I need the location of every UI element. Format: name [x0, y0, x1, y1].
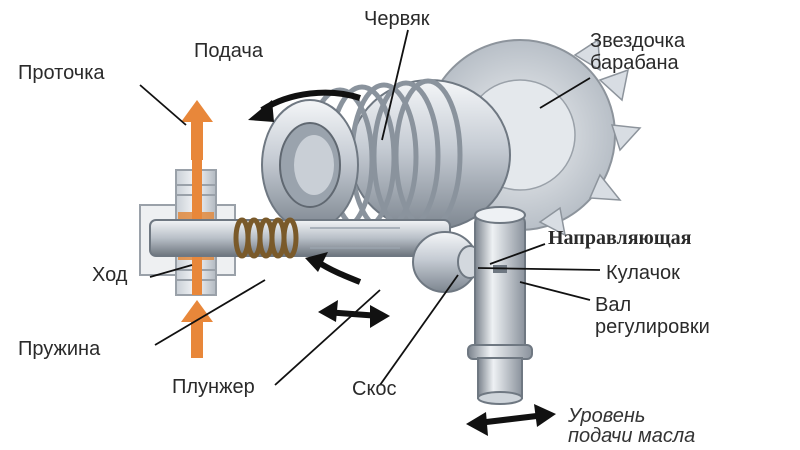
label-zvezdochka-line2: барабана — [590, 52, 679, 74]
oil-level-arrow — [466, 404, 556, 436]
label-val-line2: регулировки — [595, 316, 710, 338]
label-protochka: Проточка — [18, 62, 105, 84]
label-podacha: Подача — [194, 40, 263, 62]
label-zvezdochka-line1: Звездочка — [590, 30, 685, 52]
label-val: Вал регулировки — [595, 294, 710, 338]
feed-rotation-arrow — [248, 89, 361, 122]
flow-arrow-bottom — [181, 300, 213, 358]
label-pruzhina: Пружина — [18, 338, 101, 360]
label-plunzher: Плунжер — [172, 376, 255, 398]
worm-gear — [261, 78, 511, 233]
label-napravlyayushchaya: Направляющая — [548, 227, 692, 249]
label-chervyak: Червяк — [364, 8, 430, 30]
label-uroven-line2: подачи масла — [568, 425, 696, 447]
label-uroven: Уровень подачи масла — [568, 406, 695, 446]
leader-lines — [139, 29, 601, 386]
adjustment-shaft — [467, 206, 533, 405]
label-skos: Скос — [352, 378, 397, 400]
label-val-line1: Вал — [595, 294, 632, 316]
label-uroven-line1: Уровень — [568, 405, 646, 427]
label-kulachok: Кулачок — [606, 262, 680, 284]
flow-arrow-up — [181, 100, 213, 160]
label-khod: Ход — [92, 264, 128, 286]
label-zvezdochka: Звездочка барабана — [590, 30, 685, 74]
stroke-arrows — [305, 252, 390, 328]
